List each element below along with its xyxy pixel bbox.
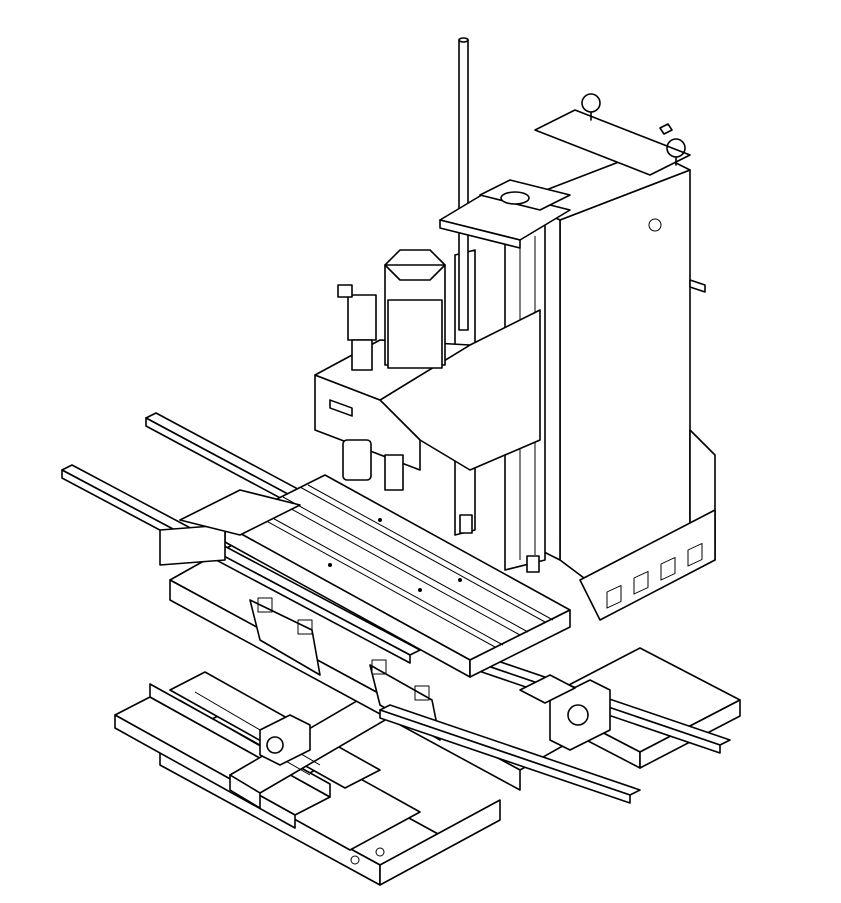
spindle-motor bbox=[384, 249, 446, 369]
saddle bbox=[169, 534, 601, 791]
work-table bbox=[224, 474, 571, 678]
lifting-eye-bolts bbox=[590, 111, 677, 166]
air-cylinder bbox=[337, 284, 377, 371]
ballscrew-support-front bbox=[259, 714, 311, 766]
table-end-block bbox=[159, 489, 301, 566]
column bbox=[519, 93, 716, 621]
counterweight-rod bbox=[458, 37, 469, 331]
ballscrew-support-right bbox=[519, 674, 611, 751]
top-bearing-plate bbox=[439, 179, 571, 249]
